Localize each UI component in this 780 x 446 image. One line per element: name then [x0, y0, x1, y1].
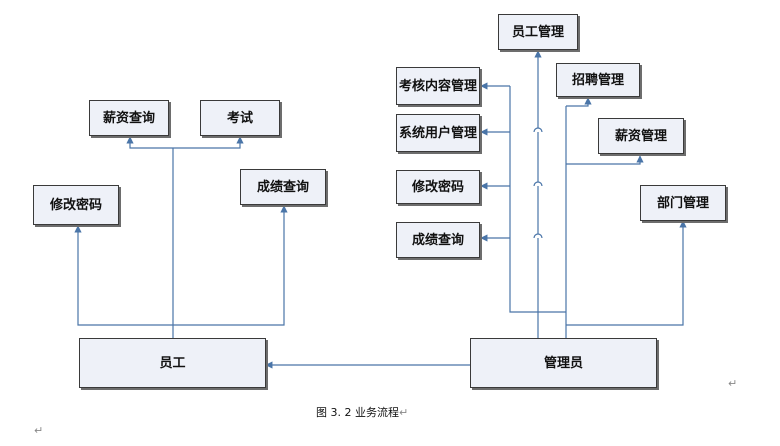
node-salary-query: 薪资查询 — [89, 100, 169, 136]
edge-employee-change-password — [74, 225, 173, 326]
node-admin-change-password: 修改密码 — [396, 170, 480, 204]
edge-admin-salary-management — [566, 155, 644, 165]
node-system-user-management: 系统用户管理 — [396, 114, 480, 152]
node-grade-query: 成绩查询 — [240, 169, 326, 205]
node-employee-label: 员工 — [159, 355, 186, 371]
edge-employee-grade-query — [173, 205, 288, 326]
node-salary-management: 薪资管理 — [598, 118, 684, 154]
node-admin-grade-query: 成绩查询 — [396, 222, 480, 258]
edge-employee-exam — [173, 136, 244, 149]
node-employee: 员工 — [79, 338, 266, 388]
node-recruitment-management-label: 招聘管理 — [571, 72, 624, 88]
node-department-management: 部门管理 — [640, 185, 726, 221]
edge-admin-department — [566, 220, 687, 326]
hop-mark — [533, 233, 543, 239]
node-admin: 管理员 — [470, 338, 657, 388]
node-staff-management: 员工管理 — [498, 14, 578, 50]
node-salary-management-label: 薪资管理 — [614, 128, 667, 144]
figure-caption: 图 3. 2 业务流程↵ — [316, 404, 408, 420]
node-admin-label: 管理员 — [543, 355, 583, 371]
node-salary-query-label: 薪资查询 — [102, 110, 155, 126]
node-change-password-label: 修改密码 — [49, 197, 102, 213]
edge-admin-recruitment — [566, 97, 592, 107]
node-assessment-content-management: 考核内容管理 — [396, 67, 480, 105]
node-grade-query-label: 成绩查询 — [256, 179, 309, 195]
edge-employee-salary-query — [126, 136, 173, 149]
node-staff-management-label: 员工管理 — [511, 24, 564, 40]
node-assessment-content-management-label: 考核内容管理 — [399, 78, 478, 94]
node-admin-change-password-label: 修改密码 — [411, 179, 464, 195]
node-system-user-management-label: 系统用户管理 — [399, 125, 478, 141]
hop-mark — [533, 127, 543, 133]
node-recruitment-management: 招聘管理 — [556, 63, 640, 97]
paragraph-mark: ↵ — [728, 377, 738, 390]
paragraph-mark: ↵ — [34, 424, 44, 437]
paragraph-mark: ↵ — [398, 406, 409, 419]
edge-admin-left-branch — [509, 86, 566, 313]
node-department-management-label: 部门管理 — [656, 195, 709, 211]
hop-mark — [533, 181, 543, 187]
node-admin-grade-query-label: 成绩查询 — [411, 232, 464, 248]
node-change-password: 修改密码 — [33, 185, 119, 225]
node-exam: 考试 — [200, 100, 280, 136]
figure-caption-text: 图 3. 2 业务流程 — [316, 406, 399, 419]
node-exam-label: 考试 — [226, 110, 253, 126]
